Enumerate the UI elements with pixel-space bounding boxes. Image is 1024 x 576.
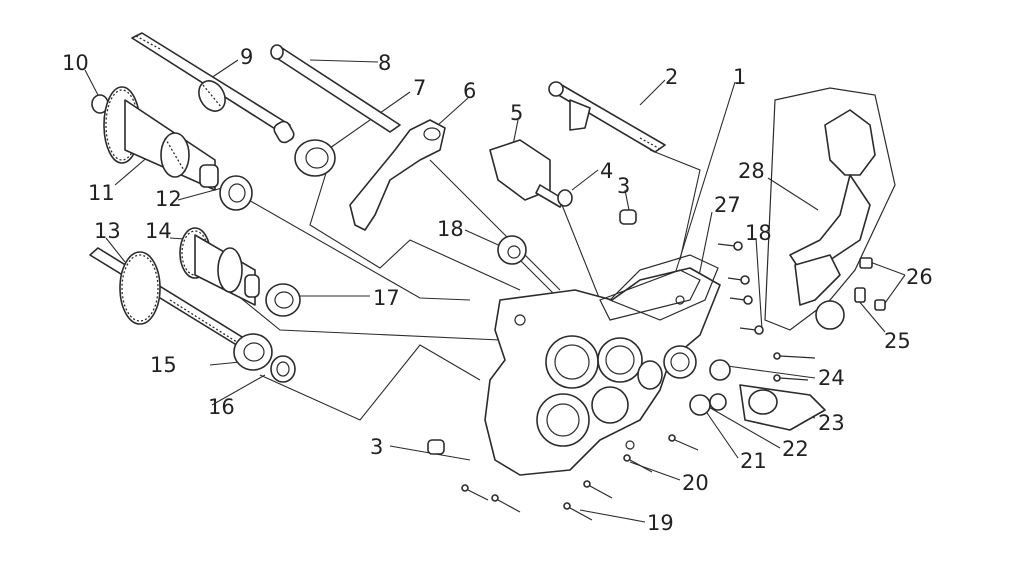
callout-7: 7 bbox=[413, 76, 426, 100]
callout-23: 23 bbox=[818, 411, 845, 435]
part-6-shift-fork bbox=[349, 119, 446, 231]
part-25-pin bbox=[854, 287, 866, 303]
callout-18-right: 18 bbox=[745, 221, 772, 245]
callout-19: 19 bbox=[647, 511, 674, 535]
part-17-bearing bbox=[265, 283, 301, 317]
part-11-counter-gear bbox=[103, 86, 219, 191]
part-5-shift-cam bbox=[489, 139, 566, 208]
callout-24: 24 bbox=[818, 366, 845, 390]
part-3-dowel-lower bbox=[427, 439, 445, 455]
callout-9: 9 bbox=[240, 45, 253, 69]
part-22-shaft-seal bbox=[689, 359, 731, 416]
bolt-27a bbox=[717, 241, 743, 251]
callout-17: 17 bbox=[373, 286, 400, 310]
part-4-washer bbox=[557, 189, 573, 207]
callout-5: 5 bbox=[510, 101, 523, 125]
callout-3: 3 bbox=[617, 174, 630, 198]
bolt-19c bbox=[563, 502, 593, 521]
part-15-bearing bbox=[233, 333, 273, 371]
callout-18: 18 bbox=[437, 217, 464, 241]
callout-25: 25 bbox=[884, 329, 911, 353]
callout-14: 14 bbox=[145, 219, 172, 243]
part-18-collar bbox=[497, 235, 527, 265]
callout-13: 13 bbox=[94, 219, 121, 243]
callout-26: 26 bbox=[906, 265, 933, 289]
callout-8: 8 bbox=[378, 51, 391, 75]
callout-22: 22 bbox=[782, 437, 809, 461]
part-21-oil-seal bbox=[637, 345, 697, 390]
part-7-bearing bbox=[294, 139, 336, 177]
part-23-starter-mount bbox=[739, 384, 826, 431]
bolt-20b bbox=[668, 434, 699, 451]
bolt-27b bbox=[727, 275, 750, 285]
callout-6: 6 bbox=[463, 79, 476, 103]
callout-2: 2 bbox=[665, 65, 678, 89]
callout-11: 11 bbox=[88, 181, 115, 205]
callout-27: 27 bbox=[714, 193, 741, 217]
part-14-gear-cluster bbox=[179, 227, 260, 306]
callout-15: 15 bbox=[150, 353, 177, 377]
callout-1: 1 bbox=[733, 65, 746, 89]
bolt-24a bbox=[773, 352, 816, 360]
callout-28: 28 bbox=[738, 159, 765, 183]
bolt-20a bbox=[623, 454, 653, 473]
bolt-19d bbox=[583, 480, 613, 499]
bolt-19b bbox=[491, 494, 521, 513]
part-1-gasket bbox=[608, 254, 719, 321]
part-2-shift-shaft bbox=[548, 81, 666, 153]
part-8-shaft-pin bbox=[270, 44, 401, 133]
part-9-main-shaft bbox=[131, 32, 295, 144]
part-3-dowel bbox=[619, 209, 637, 225]
part-12-bearing bbox=[219, 175, 253, 211]
callout-21: 21 bbox=[740, 449, 767, 473]
bolt-19a bbox=[461, 484, 489, 501]
part-26-nut bbox=[859, 257, 886, 311]
bolt-27c bbox=[729, 295, 753, 305]
callout-10: 10 bbox=[62, 51, 89, 75]
callout-12: 12 bbox=[155, 187, 182, 211]
part-16-oil-seal bbox=[270, 355, 296, 383]
callout-4: 4 bbox=[600, 159, 613, 183]
callout-3-lower: 3 bbox=[370, 435, 383, 459]
callout-16: 16 bbox=[208, 395, 235, 419]
bolt-24b bbox=[773, 374, 809, 382]
part-28-shift-lever bbox=[764, 87, 896, 331]
callout-labels: 1 2 3 4 5 6 7 8 9 10 11 12 13 14 15 16 1… bbox=[62, 45, 933, 535]
bolt-27d bbox=[739, 325, 764, 335]
callout-20: 20 bbox=[682, 471, 709, 495]
